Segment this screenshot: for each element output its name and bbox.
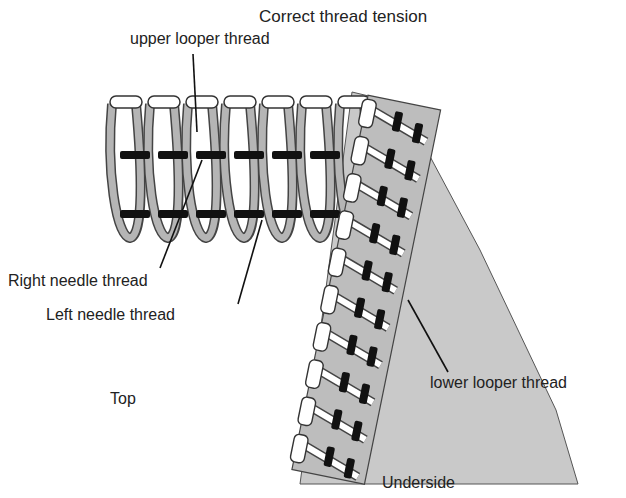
needle-thread [323, 446, 335, 467]
top-stitches [110, 96, 370, 238]
underside-stitches [288, 94, 441, 484]
needle-thread [381, 272, 393, 293]
thread-label: Right needle thread [8, 272, 148, 290]
leader-lines [160, 54, 448, 372]
needle-thread [120, 210, 150, 218]
edge-loop [335, 210, 354, 240]
edge-loop [327, 247, 346, 277]
thread-label: Top [110, 390, 136, 408]
leader-line [408, 300, 448, 372]
leader-line [160, 160, 202, 268]
needle-thread [158, 210, 188, 218]
needle-thread [346, 334, 358, 355]
thread-label: lower looper thread [430, 374, 567, 392]
needle-thread [272, 210, 302, 218]
needle-thread [374, 309, 386, 330]
edge-loop [262, 96, 294, 108]
needle-thread [354, 297, 366, 318]
needle-thread [196, 210, 226, 218]
edge-loop [350, 136, 369, 166]
edge-loop [312, 322, 331, 352]
needle-thread [412, 123, 424, 144]
needle-thread [391, 111, 403, 132]
needle-thread [331, 409, 343, 430]
needle-thread [369, 223, 381, 244]
edge-loop [290, 433, 309, 463]
needle-thread [361, 260, 373, 281]
edge-loop [224, 96, 256, 108]
edge-loop [297, 396, 316, 426]
edge-loop [148, 96, 180, 108]
seam-band [292, 95, 441, 484]
leader-line [193, 54, 197, 132]
needle-thread [404, 160, 416, 181]
thread-label: Underside [382, 474, 455, 492]
edge-loop [305, 359, 324, 389]
needle-thread [351, 420, 363, 441]
needle-thread [234, 151, 264, 159]
thread-label: Left needle thread [46, 306, 175, 324]
needle-thread [389, 234, 401, 255]
edge-loop [300, 96, 332, 108]
needle-thread [310, 210, 340, 218]
needle-thread [120, 151, 150, 159]
needle-thread [384, 148, 396, 169]
needle-thread [366, 346, 378, 367]
needle-thread [158, 151, 188, 159]
needle-thread [396, 197, 408, 218]
needle-thread [359, 383, 371, 404]
edge-loop [186, 96, 218, 108]
thread-label: upper looper thread [130, 30, 270, 48]
needle-thread [310, 151, 340, 159]
edge-loop [110, 96, 142, 108]
needle-thread [343, 458, 355, 479]
leader-line [238, 220, 262, 304]
needle-thread [196, 151, 226, 159]
needle-thread [234, 210, 264, 218]
edge-loop [358, 98, 377, 128]
diagram-title: Correct thread tension [259, 8, 427, 27]
edge-loop [320, 285, 339, 315]
needle-thread [338, 372, 350, 393]
edge-loop [343, 173, 362, 203]
needle-thread [272, 151, 302, 159]
needle-thread [376, 185, 388, 206]
